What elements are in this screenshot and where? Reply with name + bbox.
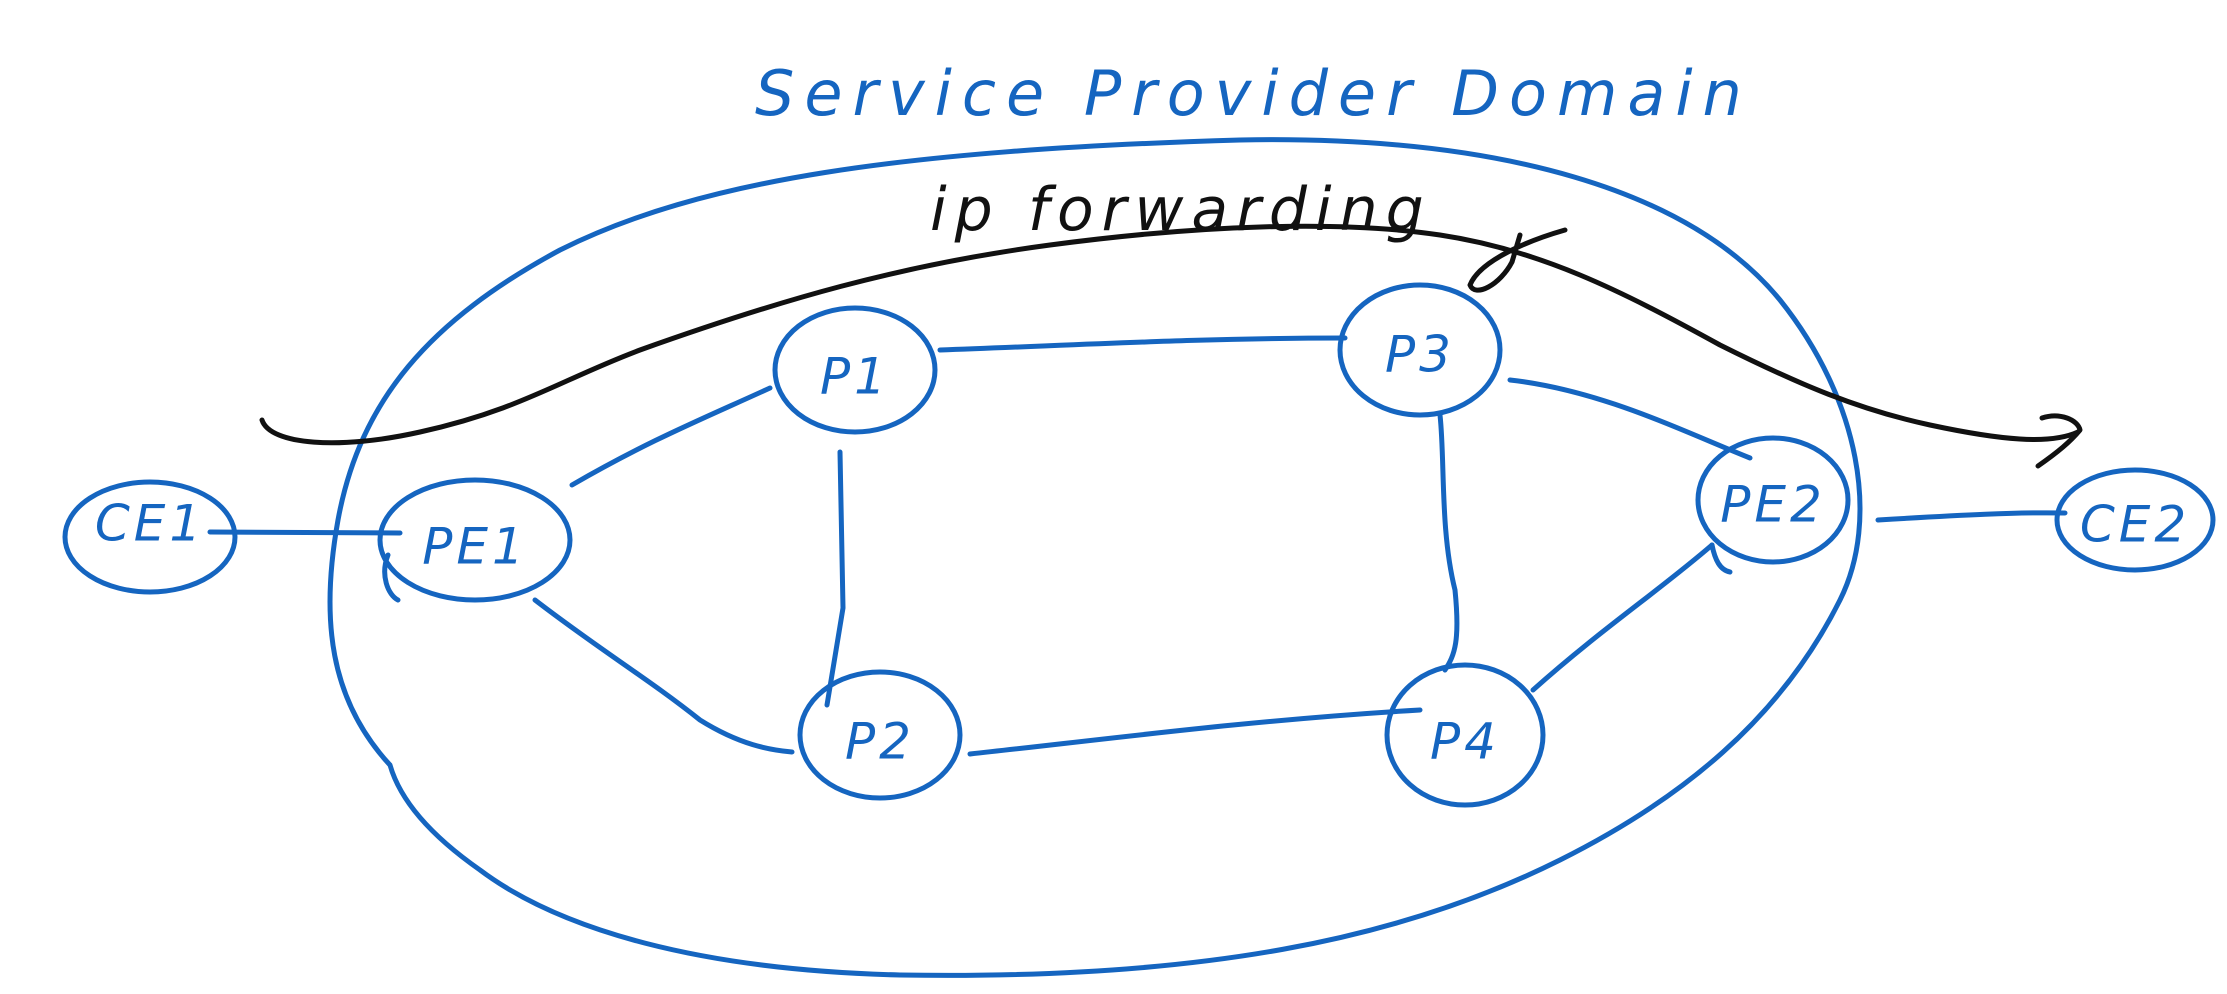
link-p3-p4	[1437, 412, 1460, 673]
link-p2-p4	[967, 707, 1423, 757]
link-pe2-ce2	[1875, 510, 2068, 523]
link-p4-pe2	[1530, 542, 1715, 693]
svg-text:P4: P4	[1430, 713, 1500, 771]
node-p1: P1	[772, 305, 938, 435]
svg-text:CE1: CE1	[95, 495, 205, 553]
link-pe1-p1	[569, 385, 773, 488]
node-ce2: CE2	[2054, 467, 2216, 573]
node-pe1: PE1	[377, 477, 573, 603]
svg-text:PE1: PE1	[422, 518, 528, 576]
link-p1-p2	[824, 449, 846, 708]
node-pe2: PE2	[1695, 435, 1851, 575]
link-pe1-p2	[532, 597, 795, 755]
service-provider-domain-boundary	[327, 137, 1863, 978]
svg-text:P3: P3	[1385, 326, 1455, 384]
link-ce1-pe1	[207, 529, 403, 536]
link-p1-p3	[937, 335, 1348, 353]
node-p4: P4	[1384, 662, 1546, 808]
link-p3-pe2	[1507, 377, 1753, 461]
ip-forwarding-path	[259, 223, 2081, 446]
node-p2: P2	[797, 669, 963, 801]
node-ce1: CE1	[62, 479, 238, 595]
svg-text:PE2: PE2	[1720, 476, 1826, 534]
svg-text:P2: P2	[845, 713, 915, 771]
node-p3: P3	[1337, 282, 1503, 418]
svg-text:P1: P1	[820, 348, 890, 406]
domain-label: Service Provider Domain	[755, 57, 1752, 130]
path-label: ip forwarding	[930, 175, 1432, 245]
svg-text:CE2: CE2	[2080, 496, 2190, 554]
ip-forwarding-scribble	[1467, 227, 1568, 293]
ip-forwarding-arrowhead	[2035, 413, 2083, 469]
